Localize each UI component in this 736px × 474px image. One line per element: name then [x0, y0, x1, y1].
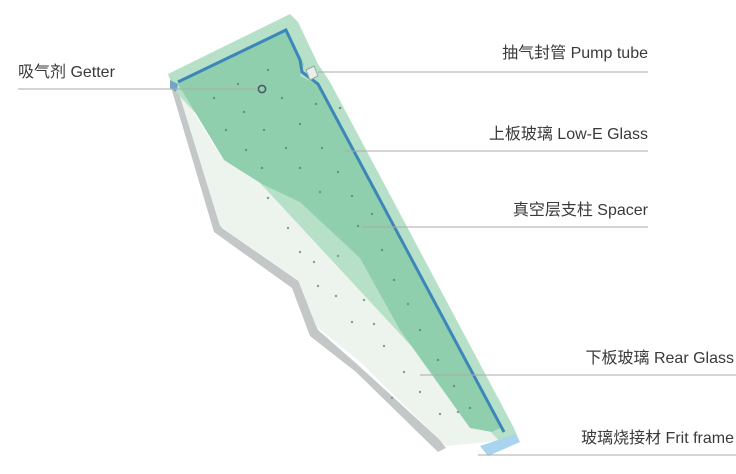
getter-circle — [257, 84, 267, 94]
label-spacer: 真空层支柱 Spacer — [513, 201, 649, 219]
frit-frame — [480, 434, 520, 456]
leader-lines — [18, 71, 736, 456]
label-upper-glass: 上板玻璃 Low-E Glass — [489, 125, 648, 143]
label-frit-frame: 玻璃烧接材 Frit frame — [581, 429, 734, 447]
spacer-dots-upper — [212, 68, 472, 410]
label-rear-glass: 下板玻璃 Rear Glass — [586, 349, 734, 367]
spacer-dots-lower — [266, 196, 460, 416]
label-getter: 吸气剂 Getter — [18, 63, 116, 81]
upper-glass-blue-edge — [177, 27, 506, 433]
pump-tube — [305, 65, 319, 81]
label-pump-tube: 抽气封管 Pump tube — [502, 44, 648, 62]
